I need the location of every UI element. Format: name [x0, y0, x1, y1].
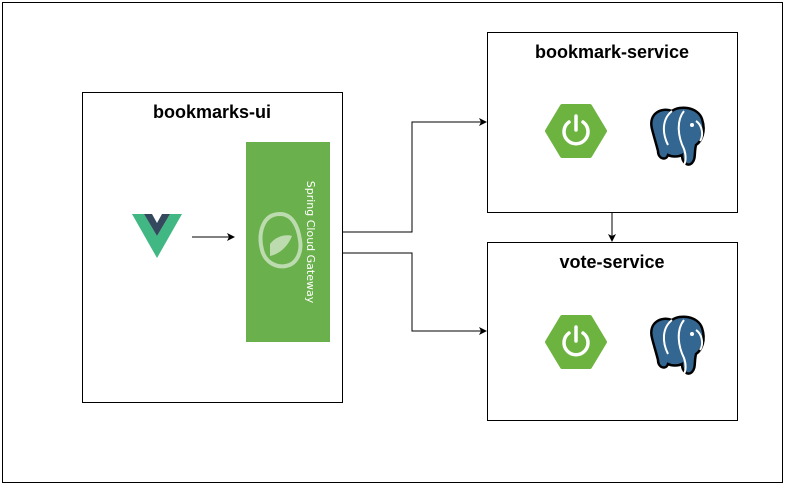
bookmark-service-box: bookmark-service — [487, 32, 738, 213]
vue-logo-icon — [132, 214, 182, 258]
vote-service-title: vote-service — [559, 252, 664, 272]
spring-boot-icon — [545, 104, 607, 158]
bookmarks-ui-title: bookmarks-ui — [153, 102, 271, 122]
arrow-gateway-to-bookmark-service — [342, 118, 487, 233]
spring-cloud-gateway-icon — [258, 211, 303, 269]
arrow-gateway-to-vote-service — [342, 252, 487, 335]
vote-service-box: vote-service — [487, 242, 738, 421]
spring-cloud-gateway: Spring Cloud Gateway — [246, 142, 330, 342]
bookmarks-ui-box: bookmarks-ui Spring Cloud Gateway — [82, 92, 343, 403]
gateway-label: Spring Cloud Gateway — [304, 181, 317, 304]
spring-boot-icon — [545, 315, 607, 369]
bookmark-service-title: bookmark-service — [535, 42, 689, 62]
postgresql-elephant-icon — [650, 106, 705, 166]
postgresql-elephant-icon — [650, 315, 705, 375]
